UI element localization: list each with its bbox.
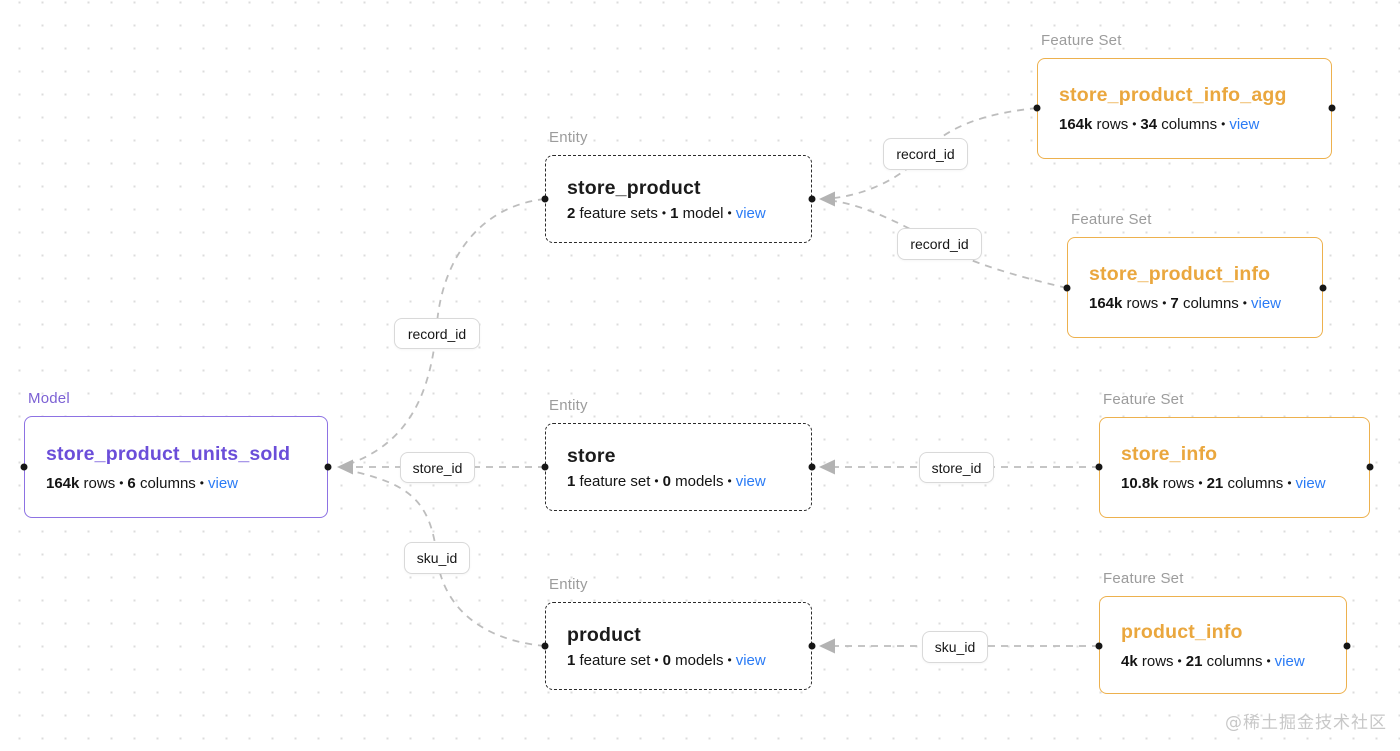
- arrow-left-icon: [819, 459, 835, 475]
- node-type-label: Feature Set: [1103, 570, 1184, 587]
- node-stats: 164k rows•34 columns•view: [1059, 116, 1260, 133]
- view-link[interactable]: view: [1251, 295, 1282, 312]
- node-stats: 4k rows•21 columns•view: [1121, 652, 1305, 670]
- node-type-label: Feature Set: [1103, 391, 1184, 408]
- view-link[interactable]: view: [735, 651, 766, 669]
- node-title: product_info: [1121, 620, 1243, 643]
- view-link[interactable]: view: [208, 474, 239, 492]
- edge-label-sku-id: sku_id: [404, 542, 470, 574]
- node-type-label: Entity: [549, 397, 588, 414]
- node-title: store_product_info_agg: [1059, 84, 1287, 106]
- node-title: store: [567, 444, 616, 467]
- watermark-text: @稀土掘金技术社区: [1225, 713, 1387, 733]
- view-link[interactable]: view: [1274, 652, 1305, 670]
- node-type-label: Model: [28, 390, 70, 407]
- node-type-label: Entity: [549, 576, 588, 593]
- view-link[interactable]: view: [1229, 116, 1260, 133]
- node-title: store_product_units_sold: [46, 442, 291, 465]
- model-node-store-product-units-sold[interactable]: Model store_product_units_sold 164k rows…: [24, 390, 328, 518]
- view-link[interactable]: view: [735, 204, 766, 222]
- edge-label-sku-id: sku_id: [922, 631, 988, 663]
- arrow-left-icon: [337, 459, 353, 475]
- feature-set-node-store-info[interactable]: Feature Set store_info 10.8k rows•21 col…: [1099, 391, 1370, 518]
- edge-label-store-id: store_id: [400, 452, 475, 483]
- feature-set-node-store-product-info[interactable]: Feature Set store_product_info 164k rows…: [1067, 211, 1323, 338]
- node-title: store_info: [1121, 443, 1218, 465]
- edge-label-record-id: record_id: [897, 228, 982, 260]
- node-title: product: [567, 623, 641, 646]
- node-title: store_product: [567, 176, 701, 199]
- edge-label-record-id: record_id: [883, 138, 968, 170]
- entity-node-store[interactable]: Entity store 1 feature set•0 models•view: [545, 397, 812, 511]
- arrow-left-icon: [819, 191, 835, 207]
- node-stats: 10.8k rows•21 columns•view: [1121, 475, 1326, 492]
- feature-set-node-product-info[interactable]: Feature Set product_info 4k rows•21 colu…: [1099, 570, 1347, 694]
- edge-label-store-id: store_id: [919, 452, 994, 483]
- node-type-label: Feature Set: [1041, 32, 1122, 49]
- node-stats: 1 feature set•0 models•view: [567, 472, 766, 490]
- view-link[interactable]: view: [1295, 475, 1326, 492]
- edge-label-record-id: record_id: [394, 318, 480, 349]
- node-title: store_product_info: [1089, 263, 1271, 285]
- entity-node-store-product[interactable]: Entity store_product 2 feature sets•1 mo…: [545, 129, 812, 243]
- node-stats: 164k rows•6 columns•view: [46, 474, 239, 492]
- node-stats: 2 feature sets•1 model•view: [567, 204, 766, 222]
- node-stats: 1 feature set•0 models•view: [567, 651, 766, 669]
- view-link[interactable]: view: [735, 472, 766, 490]
- arrow-left-icon: [819, 638, 835, 654]
- feature-set-node-store-product-info-agg[interactable]: Feature Set store_product_info_agg 164k …: [1037, 32, 1332, 159]
- node-type-label: Feature Set: [1071, 211, 1152, 228]
- node-stats: 164k rows•7 columns•view: [1089, 295, 1282, 312]
- entity-node-product[interactable]: Entity product 1 feature set•0 models•vi…: [545, 576, 812, 690]
- node-type-label: Entity: [549, 129, 588, 146]
